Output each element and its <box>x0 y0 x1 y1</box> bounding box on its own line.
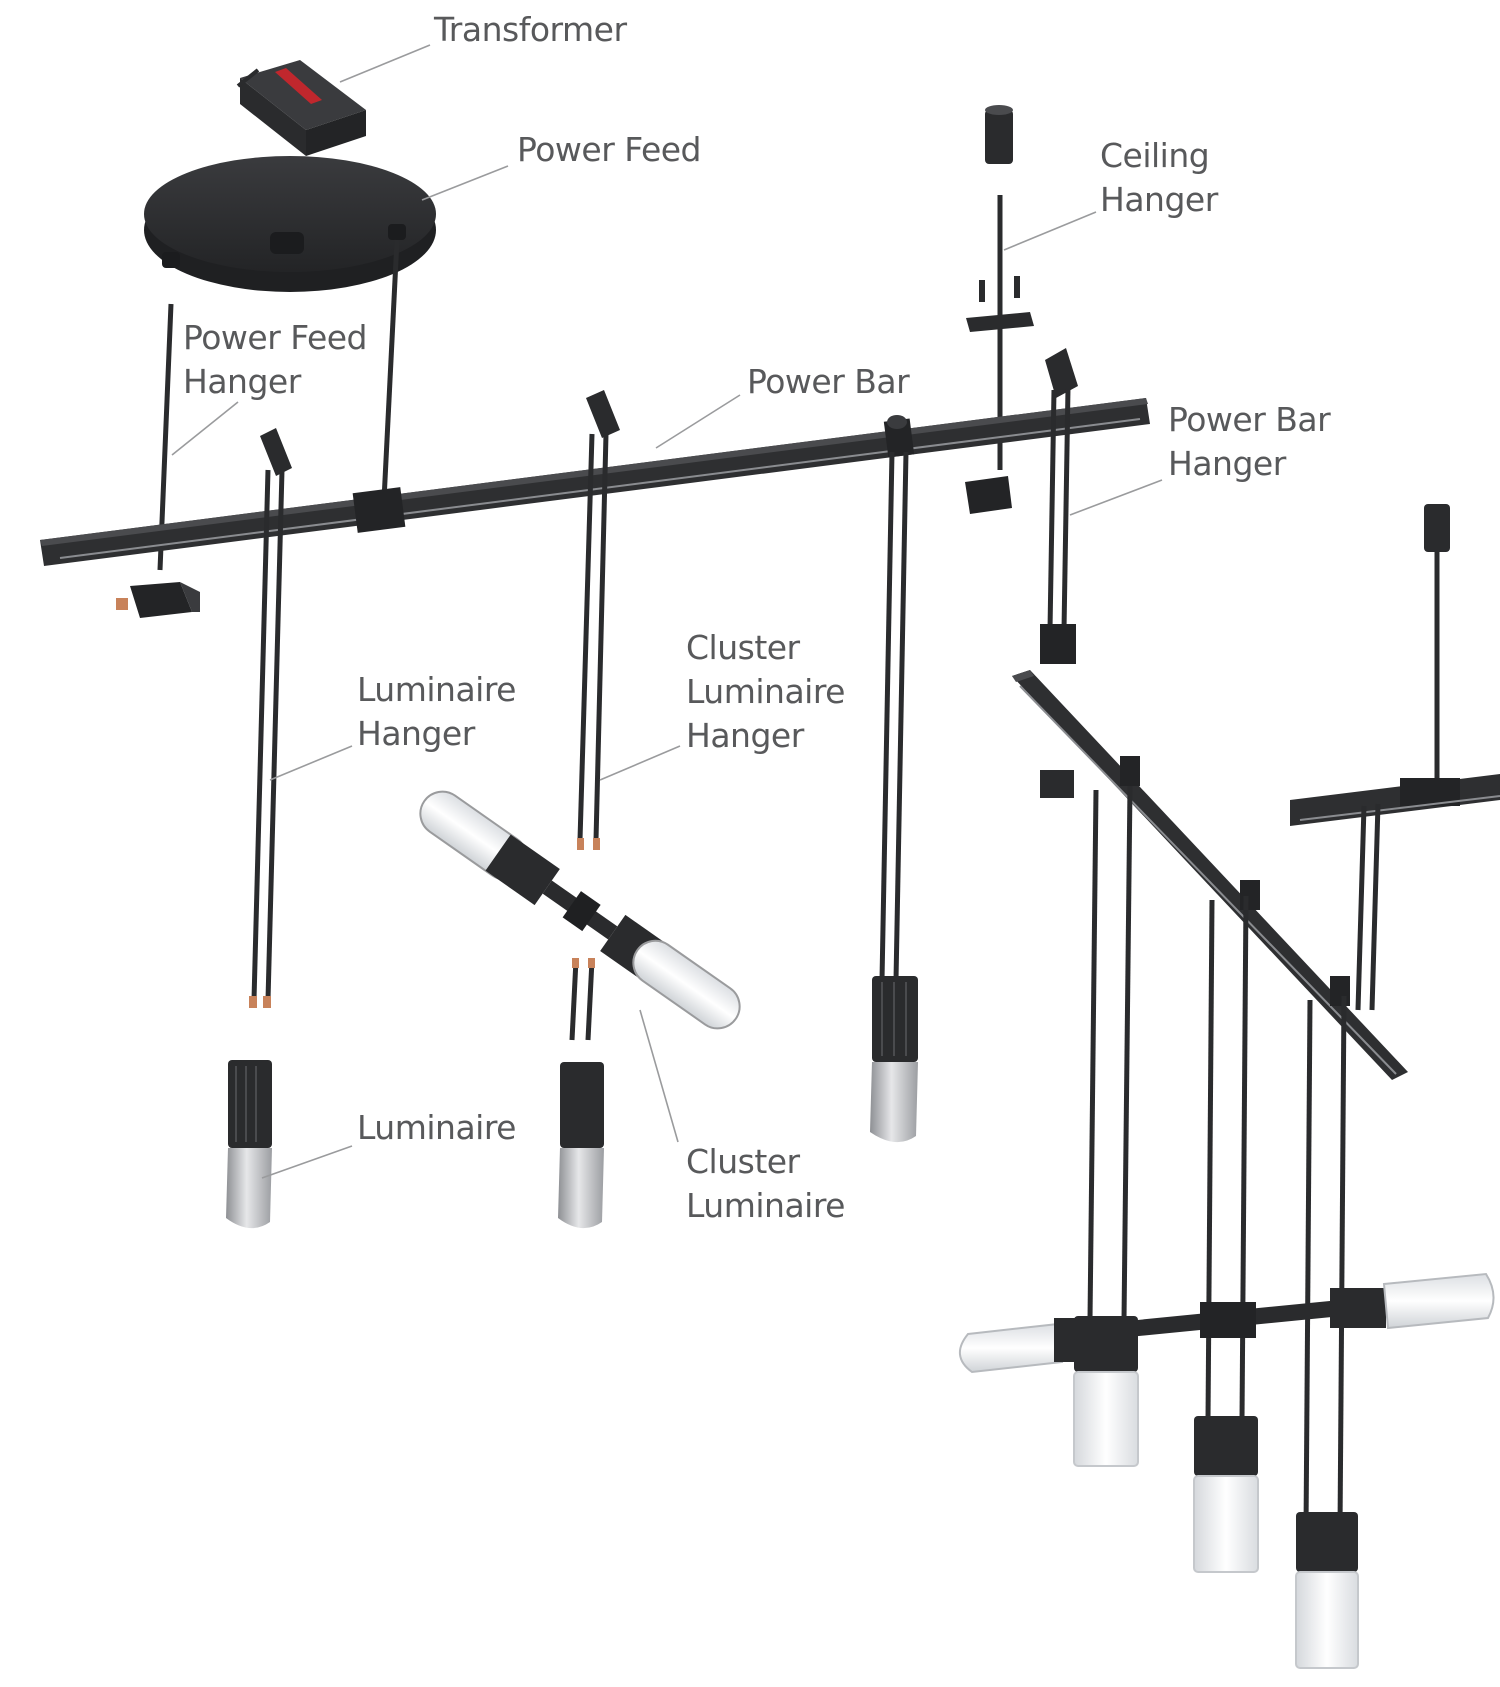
transformer-side <box>240 78 306 156</box>
power-feed-canopy <box>144 156 436 292</box>
leader-power-feed <box>421 165 509 201</box>
leader-ceiling-hanger <box>1003 211 1097 251</box>
power-bar-small <box>1290 504 1500 1011</box>
transformer-lead <box>236 68 260 88</box>
label-cluster-luminaire-hanger: Cluster Luminaire Hanger <box>686 628 846 755</box>
label-power-feed: Power Feed <box>517 130 702 169</box>
leader-transformer <box>339 44 431 83</box>
canopy-right-post <box>388 224 406 240</box>
right-cluster-assembly <box>959 785 1495 1669</box>
leader-lines <box>171 44 1163 1179</box>
label-cluster-luminaire: Cluster Luminaire <box>686 1142 846 1225</box>
label-power-feed-hanger: Power Feed Hanger <box>183 318 368 401</box>
power-feed-connector <box>116 582 200 618</box>
transformer-front <box>306 110 366 156</box>
transformer-red-strip <box>275 68 322 104</box>
label-transformer: Transformer <box>434 10 627 49</box>
canopy-face <box>144 156 436 272</box>
leader-cluster-luminaire-hanger <box>599 745 681 781</box>
luminaire-2-part <box>558 958 604 1229</box>
power-bar-diagonal <box>1012 670 1408 1080</box>
luminaire-hanger-part <box>249 428 292 1008</box>
power-bar <box>40 398 1150 566</box>
luminaire-3-part <box>870 451 918 1143</box>
cluster-luminaire-part <box>419 790 741 1030</box>
canopy-center-post <box>270 232 304 254</box>
leader-power-bar <box>655 394 741 449</box>
ceiling-cup <box>985 110 1013 164</box>
label-luminaire-hanger: Luminaire Hanger <box>357 670 517 753</box>
label-ceiling-hanger: Ceiling Hanger <box>1100 136 1218 219</box>
leader-cluster-luminaire <box>639 1009 679 1143</box>
power-feed-cable <box>381 239 400 501</box>
ceiling-hanger-part <box>965 105 1034 514</box>
power-bar-hanger-part <box>1040 348 1078 664</box>
cluster-luminaire-hanger-part <box>577 390 620 850</box>
label-power-bar-hanger: Power Bar Hanger <box>1168 400 1331 483</box>
leader-power-bar-hanger <box>1069 479 1163 516</box>
luminaire-part <box>226 1060 272 1229</box>
label-power-bar: Power Bar <box>747 362 910 401</box>
leader-luminaire <box>261 1145 353 1179</box>
label-luminaire: Luminaire <box>357 1108 517 1147</box>
leader-luminaire-hanger <box>269 745 353 781</box>
transformer-part <box>236 60 366 156</box>
canopy-left-post <box>162 252 180 268</box>
leader-power-feed-hanger <box>171 401 239 456</box>
